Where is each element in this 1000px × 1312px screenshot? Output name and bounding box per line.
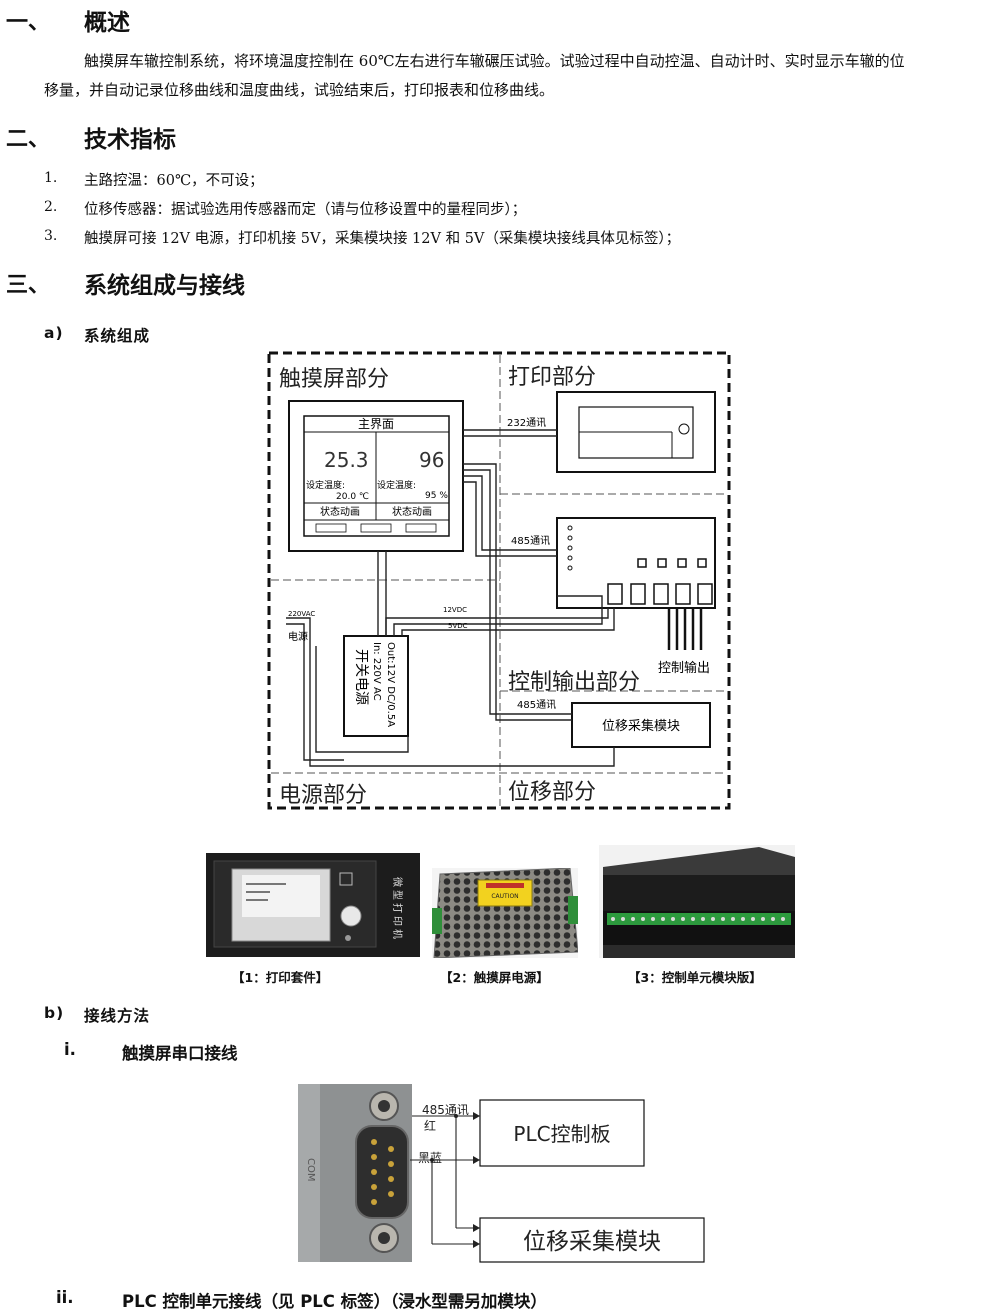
serial-wiring-diagram: COM PLC控制板 位移采集模块 485通讯 红 黑蓝 xyxy=(298,1084,705,1263)
control-part-label: 控制输出部分 xyxy=(508,670,640,695)
psu-input: In: 220V AC xyxy=(371,642,382,701)
subsection-ii-title: PLC 控制单元接线（见 PLC 标签）（浸水型需另加模块） xyxy=(122,1292,547,1311)
printer-photo: 微型打印机 xyxy=(206,853,420,957)
psu-output: Out:12V DC/0.5A xyxy=(385,642,396,727)
section-3-title: 系统组成与接线 xyxy=(84,273,245,299)
psu-caution-label: CAUTION xyxy=(491,893,518,900)
system-diagram: 触摸屏部分 打印部分 控制输出部分 电源部分 位移部分 主界面 25.3 96 … xyxy=(267,351,731,810)
spec-2-text: 位移传感器：据试验选用传感器而定（请与位移设置中的量程同步）； xyxy=(84,202,527,218)
control-board xyxy=(556,517,716,609)
power-part-label: 电源部分 xyxy=(279,783,367,808)
serial-comm-label: 485通讯 xyxy=(422,1103,469,1117)
section-2-number: 二、 xyxy=(6,127,51,152)
subsection-a-label: a) xyxy=(44,324,64,342)
subsection-ii-label: ii. xyxy=(56,1288,74,1307)
displacement-part-label: 位移部分 xyxy=(508,780,596,805)
plc-board-label: PLC控制板 xyxy=(513,1122,610,1146)
display-value-right: 96 xyxy=(419,448,444,472)
psu-photo: CAUTION xyxy=(432,868,578,958)
psu-name: 开关电源 xyxy=(353,649,369,705)
caption-control-module: 【3：控制单元模块版】 xyxy=(628,970,762,985)
spec-3-number: 3. xyxy=(44,228,58,244)
subsection-i-label: i. xyxy=(64,1040,76,1059)
set-temp-value-right: 95 % xyxy=(425,491,448,501)
spec-1-text: 主路控温：60℃，不可设； xyxy=(84,173,264,189)
v5-label: 5VDC xyxy=(448,622,468,630)
subsection-b-title: 接线方法 xyxy=(84,1007,151,1025)
subsection-b-label: b) xyxy=(44,1004,65,1022)
subsection-a-title: 系统组成 xyxy=(84,327,151,345)
set-temp-value-left: 20.0 ℃ xyxy=(336,492,369,502)
set-temp-label-left: 设定温度: xyxy=(306,479,345,491)
main-screen-title: 主界面 xyxy=(358,417,394,431)
diagram-wiring xyxy=(286,429,615,767)
touch-part-label: 触摸屏部分 xyxy=(279,367,389,392)
comm-232-label: 232通讯 xyxy=(507,417,546,429)
plc-board-box xyxy=(479,1099,645,1167)
display-value-left: 25.3 xyxy=(324,448,369,472)
control-module-photo xyxy=(599,845,795,958)
print-part-label: 打印部分 xyxy=(508,365,596,390)
red-wire-label: 红 xyxy=(424,1118,436,1133)
com-port-label: COM xyxy=(305,1158,316,1181)
power-source-label: 电源 xyxy=(288,630,308,643)
overview-line-1: 触摸屏车辙控制系统，将环境温度控制在 60℃左右进行车辙碾压试验。试验过程中自动… xyxy=(84,52,905,70)
overview-line-2: 移量，并自动记录位移曲线和温度曲线，试验结束后，打印报表和位移曲线。 xyxy=(44,81,555,99)
status-anim-left: 状态动画 xyxy=(320,505,360,518)
diagram-outer-frame xyxy=(267,351,731,810)
section-1-number: 一、 xyxy=(6,10,51,35)
spec-2-number: 2. xyxy=(44,199,58,215)
switching-power-supply xyxy=(343,635,409,737)
control-output-wires xyxy=(667,608,703,650)
ac220-label: 220VAC xyxy=(288,610,315,618)
displacement-module-box-label: 位移采集模块 xyxy=(523,1229,661,1255)
control-output-label: 控制输出 xyxy=(658,660,710,676)
v12-label: 12VDC xyxy=(443,606,467,614)
set-temp-label-right: 设定温度: xyxy=(377,479,416,491)
subsection-i-title: 触摸屏串口接线 xyxy=(122,1044,238,1063)
displacement-module-box xyxy=(479,1217,705,1263)
status-anim-right: 状态动画 xyxy=(392,505,432,518)
spec-3-text: 触摸屏可接 12V 电源，打印机接 5V，采集模块接 12V 和 5V（采集模块… xyxy=(84,231,681,247)
black-blue-wire-label: 黑蓝 xyxy=(418,1151,442,1165)
displacement-module-label: 位移采集模块 xyxy=(602,718,680,734)
caption-printer-kit: 【1：打印套件】 xyxy=(232,970,329,985)
comm-485-label: 485通讯 xyxy=(511,535,550,547)
serial-wires xyxy=(410,1115,480,1245)
spec-1-number: 1. xyxy=(44,170,58,186)
caption-touchscreen-psu: 【2：触摸屏电源】 xyxy=(440,970,549,985)
displacement-module xyxy=(571,702,711,748)
section-3-number: 三、 xyxy=(6,273,51,298)
section-1-title: 概述 xyxy=(84,10,130,36)
printer-photo-label: 微型打印机 xyxy=(391,877,404,942)
comm-485-b-label: 485通讯 xyxy=(517,699,556,711)
section-2-title: 技术指标 xyxy=(84,127,176,153)
